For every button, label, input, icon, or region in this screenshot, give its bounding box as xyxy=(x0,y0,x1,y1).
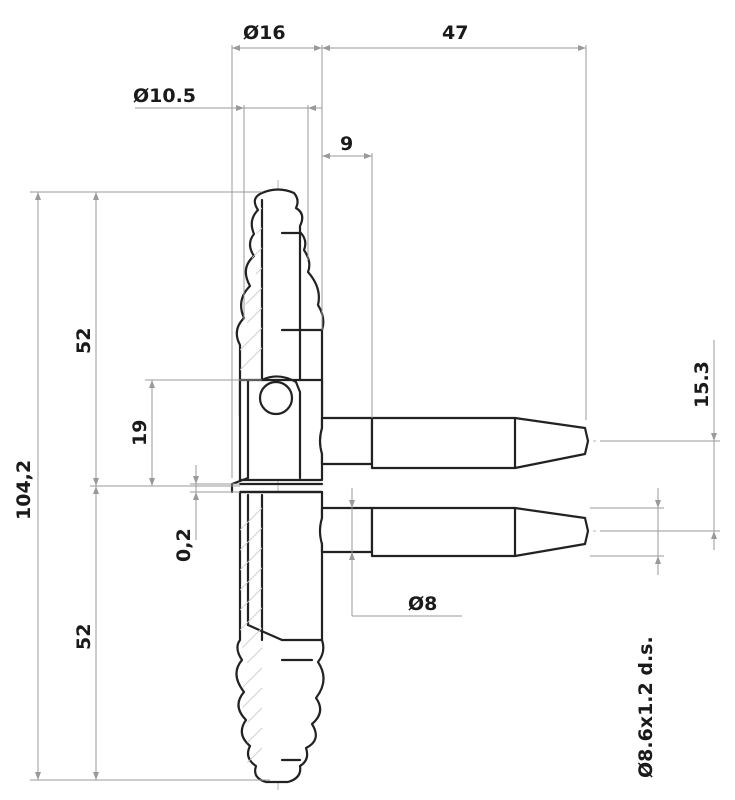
dimension-labels: Ø16 47 Ø10.5 9 15.3 52 19 104,2 0,2 Ø8 5… xyxy=(13,22,713,778)
dim-diameter-16: Ø16 xyxy=(243,22,286,44)
center-lines xyxy=(277,180,600,790)
upper-knuckle xyxy=(235,188,325,418)
dim-diameter-8: Ø8 xyxy=(408,593,437,615)
dim-19: 19 xyxy=(129,420,151,446)
dim-gap-0-2: 0,2 xyxy=(173,528,195,562)
hinge-body xyxy=(230,188,325,784)
lower-pin xyxy=(318,506,590,558)
dim-diameter-10-5: Ø10.5 xyxy=(133,85,196,107)
dim-total-104-2: 104,2 xyxy=(13,460,35,520)
dimension-lines xyxy=(30,45,720,781)
dim-height-15-3: 15.3 xyxy=(691,361,713,408)
dim-offset-9: 9 xyxy=(340,133,353,155)
lower-knuckle xyxy=(235,490,325,784)
section-hatching xyxy=(240,200,262,775)
upper-pin xyxy=(318,416,590,470)
dim-length-47: 47 xyxy=(442,22,468,44)
dim-upper-52: 52 xyxy=(73,328,95,354)
dim-lower-52: 52 xyxy=(73,624,95,650)
dim-diameter-8-6: Ø8.6x1.2 d.s. xyxy=(635,636,657,778)
